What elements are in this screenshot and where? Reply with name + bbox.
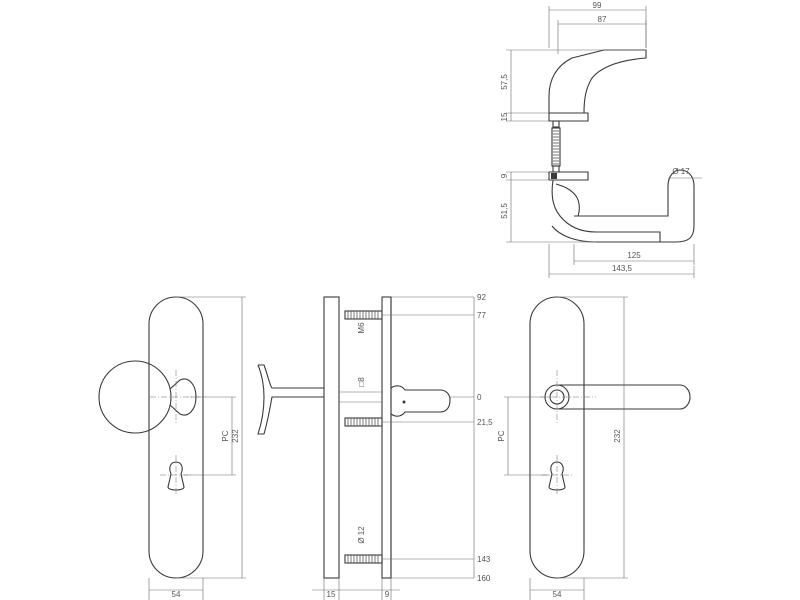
bolt-bottom <box>344 554 383 564</box>
lever-front-view: 54 PC 232 <box>497 296 691 600</box>
dim-0: 0 <box>477 393 482 402</box>
knob-circle <box>98 360 172 434</box>
dim-pc: PC <box>497 430 506 441</box>
dim-plate-width: 54 <box>172 590 181 599</box>
dim-77: 77 <box>477 311 486 320</box>
knob-profile <box>257 364 324 435</box>
dim-width-overall: 99 <box>593 1 602 10</box>
dim-diameter-lever: Ø 17 <box>672 167 690 176</box>
backplate-outline <box>148 296 204 579</box>
bolt-middle <box>344 417 383 427</box>
dim-height-knob: 57,5 <box>500 74 509 90</box>
dim-pc: PC <box>221 430 230 441</box>
dim-thickness-15: 15 <box>327 590 336 599</box>
dim-plate-height: 232 <box>613 429 622 443</box>
dim-21-5: 21,5 <box>477 418 493 427</box>
dim-143: 143 <box>477 555 491 564</box>
dim-thickness-9: 9 <box>385 590 390 599</box>
label-bolt-diameter: Ø 12 <box>357 526 366 544</box>
dim-length-overall: 143,5 <box>612 264 633 273</box>
dim-plate-height: 232 <box>231 429 240 443</box>
backplate-outline <box>529 296 585 579</box>
spindle-thread <box>551 127 561 167</box>
knob-front-view: 54 PC 232 <box>98 296 246 600</box>
bolt-top <box>344 310 383 320</box>
keyhole <box>548 461 566 491</box>
inner-plate <box>381 296 392 579</box>
keyhole <box>167 461 185 491</box>
lever-arm <box>559 384 691 410</box>
dim-92: 92 <box>477 293 486 302</box>
dim-width-inner: 87 <box>598 15 607 24</box>
dim-length-lever: 125 <box>627 251 641 260</box>
outer-plate <box>323 296 340 579</box>
handle-side-view: 99 87 57,5 15 9 51,5 Ø 17 125 143,5 <box>500 1 702 278</box>
dim-height-lever: 51,5 <box>500 203 509 219</box>
label-thread-m6: M6 <box>357 322 366 334</box>
dim-height-lever-top: 9 <box>500 173 509 178</box>
dim-160: 160 <box>477 574 491 583</box>
label-pin-diameter: □8 <box>357 377 366 387</box>
dim-plate-width: 54 <box>553 590 562 599</box>
section-view: M6 □8 Ø 12 92 77 0 21,5 143 160 15 9 <box>257 293 493 600</box>
lever-profile <box>390 385 451 417</box>
dim-height-rose: 15 <box>500 112 509 121</box>
